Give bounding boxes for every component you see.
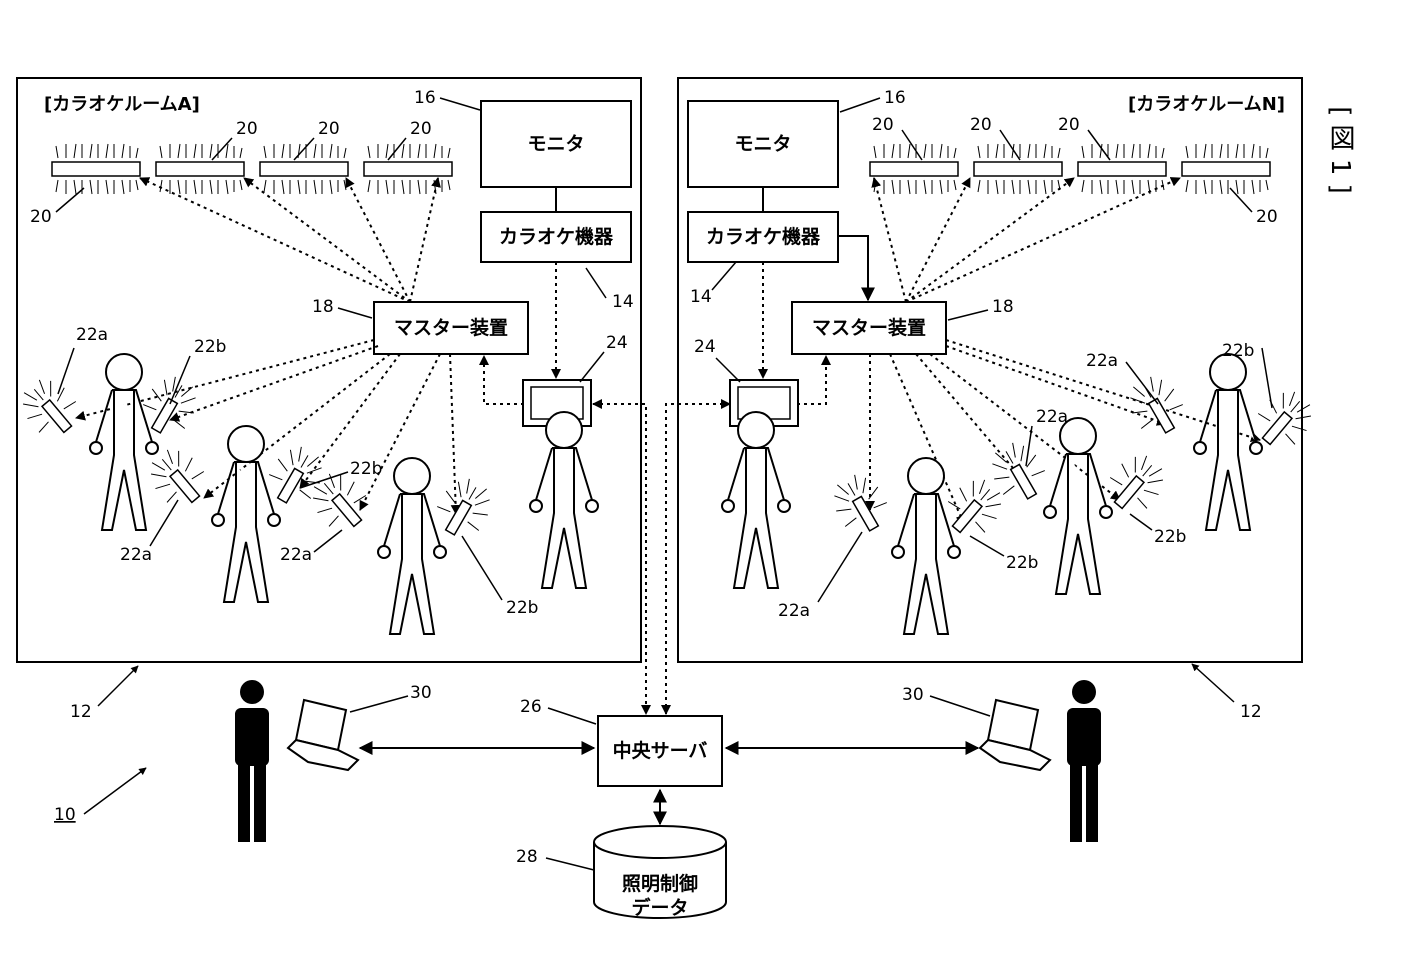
ref-22b: 22b — [1222, 341, 1254, 361]
room-a-lights — [52, 144, 452, 194]
room-n-master-label: マスター装置 — [812, 316, 926, 339]
ref-22a: 22a — [1086, 351, 1118, 371]
ref-12-a: 12 — [70, 702, 92, 722]
penlight-icon — [825, 468, 895, 540]
laptop-icon — [288, 700, 358, 770]
ref-22a: 22a — [778, 601, 810, 621]
light-icon — [156, 144, 244, 194]
ref-22b: 22b — [506, 598, 538, 618]
ref-22a: 22a — [120, 545, 152, 565]
ref-22b: 22b — [350, 459, 382, 479]
ref-12-n: 12 — [1240, 702, 1262, 722]
ref-22b: 22b — [194, 337, 226, 357]
room-n-monitor-label: モニタ — [734, 133, 791, 155]
ref-20: 20 — [318, 119, 340, 139]
room-a-title: [カラオケルームA] — [44, 94, 200, 115]
ref-24-a: 24 — [606, 333, 628, 353]
ref-20: 20 — [30, 207, 52, 227]
ref-18-n: 18 — [992, 297, 1014, 317]
light-icon — [1078, 144, 1166, 194]
penlight-icon — [1121, 370, 1191, 442]
laptop-icon — [980, 700, 1050, 770]
penlight-icon — [261, 440, 331, 512]
light-icon — [974, 144, 1062, 194]
ref-30-right: 30 — [902, 685, 924, 705]
person-icon — [1044, 418, 1112, 594]
light-icon — [52, 144, 140, 194]
light-icon — [260, 144, 348, 194]
room-a-karaoke-label: カラオケ機器 — [499, 225, 614, 248]
figure-label: [ 図 1 ] — [1325, 106, 1355, 194]
light-icon — [1182, 144, 1270, 194]
room-n-karaoke-label: カラオケ機器 — [706, 225, 821, 248]
penlight-icon — [429, 472, 499, 544]
ref-20: 20 — [410, 119, 432, 139]
ref-30-left: 30 — [410, 683, 432, 703]
ref-20: 20 — [970, 115, 992, 135]
ref-20: 20 — [1058, 115, 1080, 135]
ref-20: 20 — [236, 119, 258, 139]
person-icon — [378, 458, 446, 634]
ref-10: 10 — [54, 805, 76, 825]
ref-22b: 22b — [1006, 553, 1038, 573]
central-server-label: 中央サーバ — [613, 739, 708, 762]
ref-22a: 22a — [1036, 407, 1068, 427]
penlight-icon — [13, 371, 86, 445]
person-icon — [722, 412, 790, 588]
user-icon — [235, 680, 269, 842]
db-label-line2: データ — [631, 896, 688, 919]
ref-14-n: 14 — [690, 287, 712, 307]
person-icon — [1194, 354, 1262, 530]
person-icon — [892, 458, 960, 634]
light-icon — [364, 144, 452, 194]
ref-18-a: 18 — [312, 297, 334, 317]
ref-16-a: 16 — [414, 88, 436, 108]
ref-20: 20 — [1256, 207, 1278, 227]
light-icon — [870, 144, 958, 194]
room-a-monitor-label: モニタ — [527, 133, 584, 155]
ref-14-a: 14 — [612, 292, 634, 312]
person-icon — [530, 412, 598, 588]
person-icon — [90, 354, 158, 530]
person-icon — [212, 426, 280, 602]
db-label-line1: 照明制御 — [622, 872, 698, 895]
room-n-lights — [870, 144, 1270, 194]
ref-26: 26 — [520, 697, 542, 717]
ref-22a: 22a — [280, 545, 312, 565]
ref-24-n: 24 — [694, 337, 716, 357]
ref-28: 28 — [516, 847, 538, 867]
ref-22a: 22a — [76, 325, 108, 345]
ref-20: 20 — [872, 115, 894, 135]
user-icon — [1067, 680, 1101, 842]
ref-16-n: 16 — [884, 88, 906, 108]
room-n-title: [カラオケルームN] — [1128, 94, 1285, 115]
room-a-master-label: マスター装置 — [394, 316, 508, 339]
ref-22b: 22b — [1154, 527, 1186, 547]
